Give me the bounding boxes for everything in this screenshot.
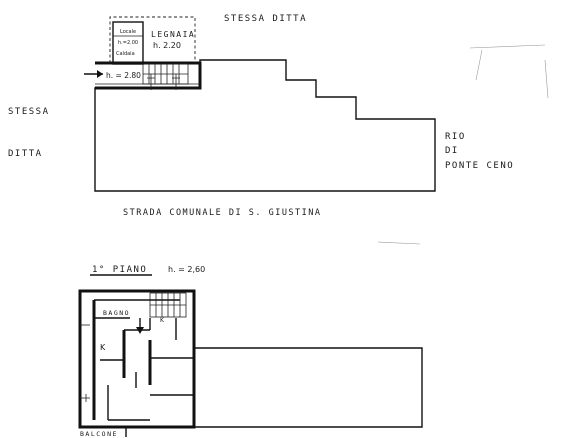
label-south: STRADA COMUNALE DI S. GIUSTINA — [123, 208, 322, 218]
scan-mark-1 — [469, 44, 546, 81]
label-west-2: DITTA — [8, 149, 43, 159]
scan-mark-3 — [544, 59, 549, 99]
corridor-arrow — [136, 318, 144, 334]
ground-floor-plan — [84, 16, 549, 245]
woodshed-outline — [109, 16, 196, 63]
fixture-symbol-1 — [147, 74, 155, 90]
boiler-room — [112, 21, 144, 65]
label-east-3: PONTE CENO — [445, 161, 514, 171]
first-floor-stair — [149, 292, 187, 318]
balcony-label: BALCONE — [80, 430, 118, 438]
annex-strip — [95, 61, 202, 90]
label-east-1: RIO — [445, 132, 466, 142]
east-block-outline — [194, 347, 423, 428]
ground-stair — [142, 63, 189, 85]
bathroom-label: BAGNO — [103, 309, 130, 317]
woodshed-name: LEGNAIA — [151, 30, 195, 39]
fixture-symbol-2 — [172, 74, 180, 90]
first-floor-plan — [78, 289, 423, 437]
kitchenette-label: K — [160, 317, 165, 324]
entry-arrow — [84, 70, 103, 78]
kitchen-label: K — [100, 343, 106, 352]
first-floor-height: h. = 2,60 — [168, 265, 205, 274]
woodshed-height: h. 2.20 — [153, 41, 181, 50]
small-room-label-2: h.=2.00 — [118, 40, 138, 46]
label-north: STESSA DITTA — [224, 14, 307, 24]
small-room-label-1: Locale — [120, 29, 136, 35]
ground-floor-outline — [94, 59, 436, 192]
first-floor-title: 1° PIANO — [92, 265, 147, 275]
entry-height: h. = 2.80 — [106, 71, 141, 80]
label-east-2: DI — [445, 146, 459, 156]
scan-mark-2 — [377, 241, 421, 245]
west-block-outline — [78, 289, 196, 429]
small-room-label-3: Caldaia — [116, 51, 135, 57]
label-west-1: STESSA — [8, 107, 50, 117]
